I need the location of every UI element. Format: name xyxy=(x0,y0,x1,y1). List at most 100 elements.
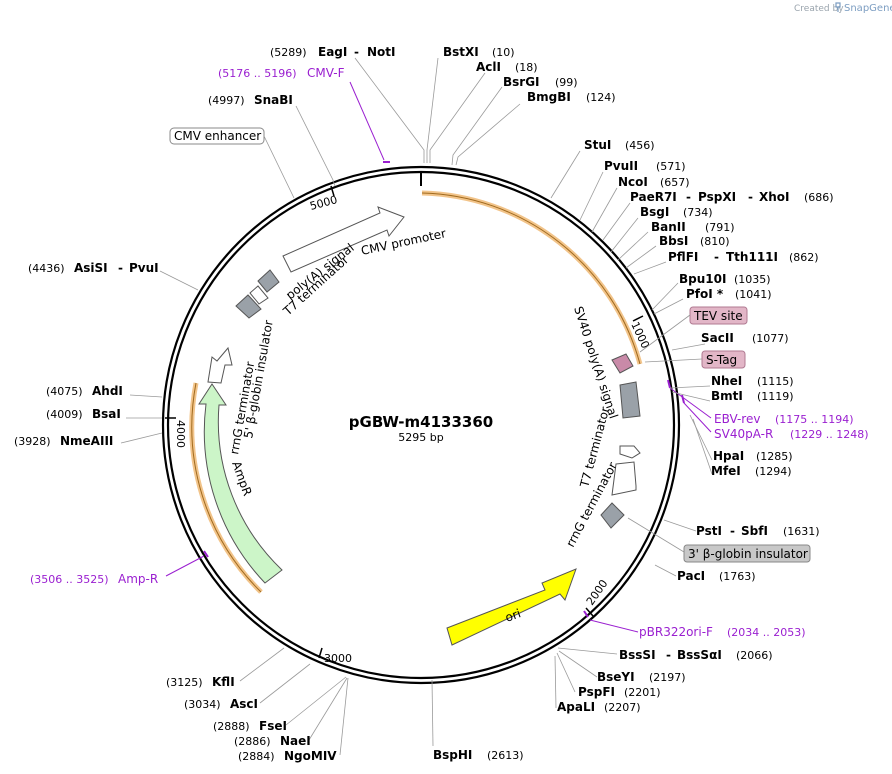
site-bsssai-name[interactable]: BssSαI xyxy=(677,648,722,662)
tev-site-box[interactable]: TEV site xyxy=(689,306,748,325)
s-tag-label: S-Tag xyxy=(706,353,737,367)
primer-cmv-f-name[interactable]: CMV-F xyxy=(307,66,345,80)
site-naei-name[interactable]: NaeI xyxy=(280,734,311,748)
site-bmgbi-name[interactable]: BmgBI xyxy=(527,90,571,104)
site-apali-pos: (2207) xyxy=(604,701,641,714)
site-psti-sep: - xyxy=(730,524,735,538)
primer-cmv-f-range: (5176 .. 5196) xyxy=(218,67,297,80)
site-bsai-name[interactable]: BsaI xyxy=(92,407,121,421)
site-ngomiv-name[interactable]: NgoMIV xyxy=(284,749,337,763)
feature-rrng-term-b[interactable] xyxy=(600,502,625,529)
feature-ori[interactable] xyxy=(446,568,577,646)
globin-3-label: 3' β-globin insulator xyxy=(688,547,808,561)
site-fsei-name[interactable]: FseI xyxy=(259,719,287,733)
feature-rrng-term-b-arrow[interactable] xyxy=(611,461,637,496)
primer-sv40pa-r-leader xyxy=(683,402,712,433)
site-pfoi-name[interactable]: PfoI * xyxy=(686,287,724,301)
primer-pbr322ori-f-name[interactable]: pBR322ori-F xyxy=(639,625,713,639)
feature-ampr[interactable] xyxy=(198,383,283,584)
primer-amp-r-name[interactable]: Amp-R xyxy=(118,572,158,586)
site-sacii-name[interactable]: SacII xyxy=(701,331,734,345)
site-kfli-name[interactable]: KflI xyxy=(212,675,235,689)
tick-3000 xyxy=(318,647,323,659)
site-nmeaiii-name[interactable]: NmeAIII xyxy=(60,434,113,448)
feature-globin-5[interactable] xyxy=(235,294,262,319)
site-bstxi-pos: (10) xyxy=(492,46,515,59)
site-noti-name[interactable]: NotI xyxy=(367,45,396,59)
site-paci-name[interactable]: PacI xyxy=(677,569,705,583)
site-bsrgi-name[interactable]: BsrGI xyxy=(503,75,540,89)
primer-ebv-rev-name[interactable]: EBV-rev xyxy=(714,412,760,426)
site-asci-name[interactable]: AscI xyxy=(230,697,258,711)
site-nhei-name[interactable]: NheI xyxy=(711,374,742,388)
ampr-label: AmpR xyxy=(229,459,254,497)
site-asisi-name[interactable]: AsiSI xyxy=(74,261,108,275)
site-stui-name[interactable]: StuI xyxy=(584,138,611,152)
feature-sv40-polya[interactable] xyxy=(619,381,641,419)
site-bbsi-name[interactable]: BbsI xyxy=(659,234,688,248)
site-pspxi-name[interactable]: PspXI xyxy=(698,190,736,204)
site-bsssi-sep: - xyxy=(666,648,671,662)
site-eagi-sep: - xyxy=(354,45,359,59)
site-sbfi-name[interactable]: SbfI xyxy=(741,524,768,538)
site-acli-pos: (18) xyxy=(515,61,538,74)
primer-pbr322ori-f-mark xyxy=(583,610,589,618)
site-pflfi-name[interactable]: PflFI xyxy=(668,250,698,264)
site-bpu10i-name[interactable]: Bpu10I xyxy=(679,272,726,286)
feature-cmv-promoter[interactable] xyxy=(282,206,405,273)
site-apali-name[interactable]: ApaLI xyxy=(557,700,595,714)
feature-polya-signal-a[interactable] xyxy=(257,269,280,293)
site-bpu10i-pos: (1035) xyxy=(734,273,771,286)
site-bstxi-name[interactable]: BstXI xyxy=(443,45,479,59)
primer-sv40pa-r-range: (1229 .. 1248) xyxy=(790,428,869,441)
primer-amp-r-range: (3506 .. 3525) xyxy=(30,573,109,586)
site-ncoi-name[interactable]: NcoI xyxy=(618,175,648,189)
site-paer7i-name[interactable]: PaeR7I xyxy=(630,190,677,204)
feature-s-tag-block[interactable] xyxy=(611,353,634,374)
primer-amp-r-leader xyxy=(165,555,205,577)
site-bsphi-name[interactable]: BspHI xyxy=(433,748,472,762)
site-hpai-name[interactable]: HpaI xyxy=(713,449,744,463)
site-bsssi-name[interactable]: BssSI xyxy=(619,648,656,662)
site-pvui-name[interactable]: PvuI xyxy=(129,261,159,275)
site-tth111i-name[interactable]: Tth111I xyxy=(726,250,778,264)
site-paer7i-pos: (686) xyxy=(804,191,834,204)
tev-site-label: TEV site xyxy=(693,309,743,323)
site-bmti-name[interactable]: BmtI xyxy=(711,389,743,403)
site-mfei-pos: (1294) xyxy=(755,465,792,478)
site-mfei-name[interactable]: MfeI xyxy=(711,464,741,478)
feature-t7-term-b[interactable] xyxy=(619,445,641,459)
site-ahdi-name[interactable]: AhdI xyxy=(92,384,123,398)
ampr-selection-line xyxy=(191,382,262,593)
restriction-sites: (5289) EagI - NotI BstXI (10) AclI (18) … xyxy=(14,45,834,763)
site-banii-name[interactable]: BanII xyxy=(651,220,686,234)
site-pvuii-name[interactable]: PvuII xyxy=(604,159,638,173)
primer-ebv-rev-range: (1175 .. 1194) xyxy=(775,413,854,426)
site-pflfi-sep: - xyxy=(714,250,719,264)
site-acli-name[interactable]: AclI xyxy=(476,60,501,74)
site-kfli-pos: (3125) xyxy=(166,676,203,689)
site-eagi-name[interactable]: EagI xyxy=(318,45,347,59)
site-psti-name[interactable]: PstI xyxy=(696,524,722,538)
globin-3-leader xyxy=(627,517,685,553)
site-xhoi-name[interactable]: XhoI xyxy=(759,190,790,204)
credit-text: Created by xyxy=(794,4,844,14)
snapgene-logo-icon xyxy=(835,2,841,12)
primer-ebv-rev-mark xyxy=(667,379,671,389)
primer-sv40pa-r-name[interactable]: SV40pA-R xyxy=(714,427,773,441)
tick-1000 xyxy=(632,315,644,322)
site-stui-pos: (456) xyxy=(625,139,655,152)
tick-label-4000: 4000 xyxy=(174,420,187,448)
globin-3-box[interactable]: 3' β-globin insulator xyxy=(683,544,811,563)
cmv-enhancer-box[interactable]: CMV enhancer xyxy=(169,127,265,145)
site-bbsi-pos: (810) xyxy=(700,235,730,248)
site-bseyi-name[interactable]: BseYI xyxy=(597,670,635,684)
site-asisi-sep: - xyxy=(118,261,123,275)
feature-t7-term-a[interactable] xyxy=(249,285,269,305)
site-pspfi-name[interactable]: PspFI xyxy=(578,685,615,699)
feature-rrng-term-a[interactable] xyxy=(207,346,233,384)
site-bsgi-name[interactable]: BsgI xyxy=(640,205,669,219)
s-tag-box[interactable]: S-Tag xyxy=(701,350,746,369)
site-snabi-name[interactable]: SnaBI xyxy=(254,93,293,107)
tick-2000 xyxy=(585,607,594,617)
